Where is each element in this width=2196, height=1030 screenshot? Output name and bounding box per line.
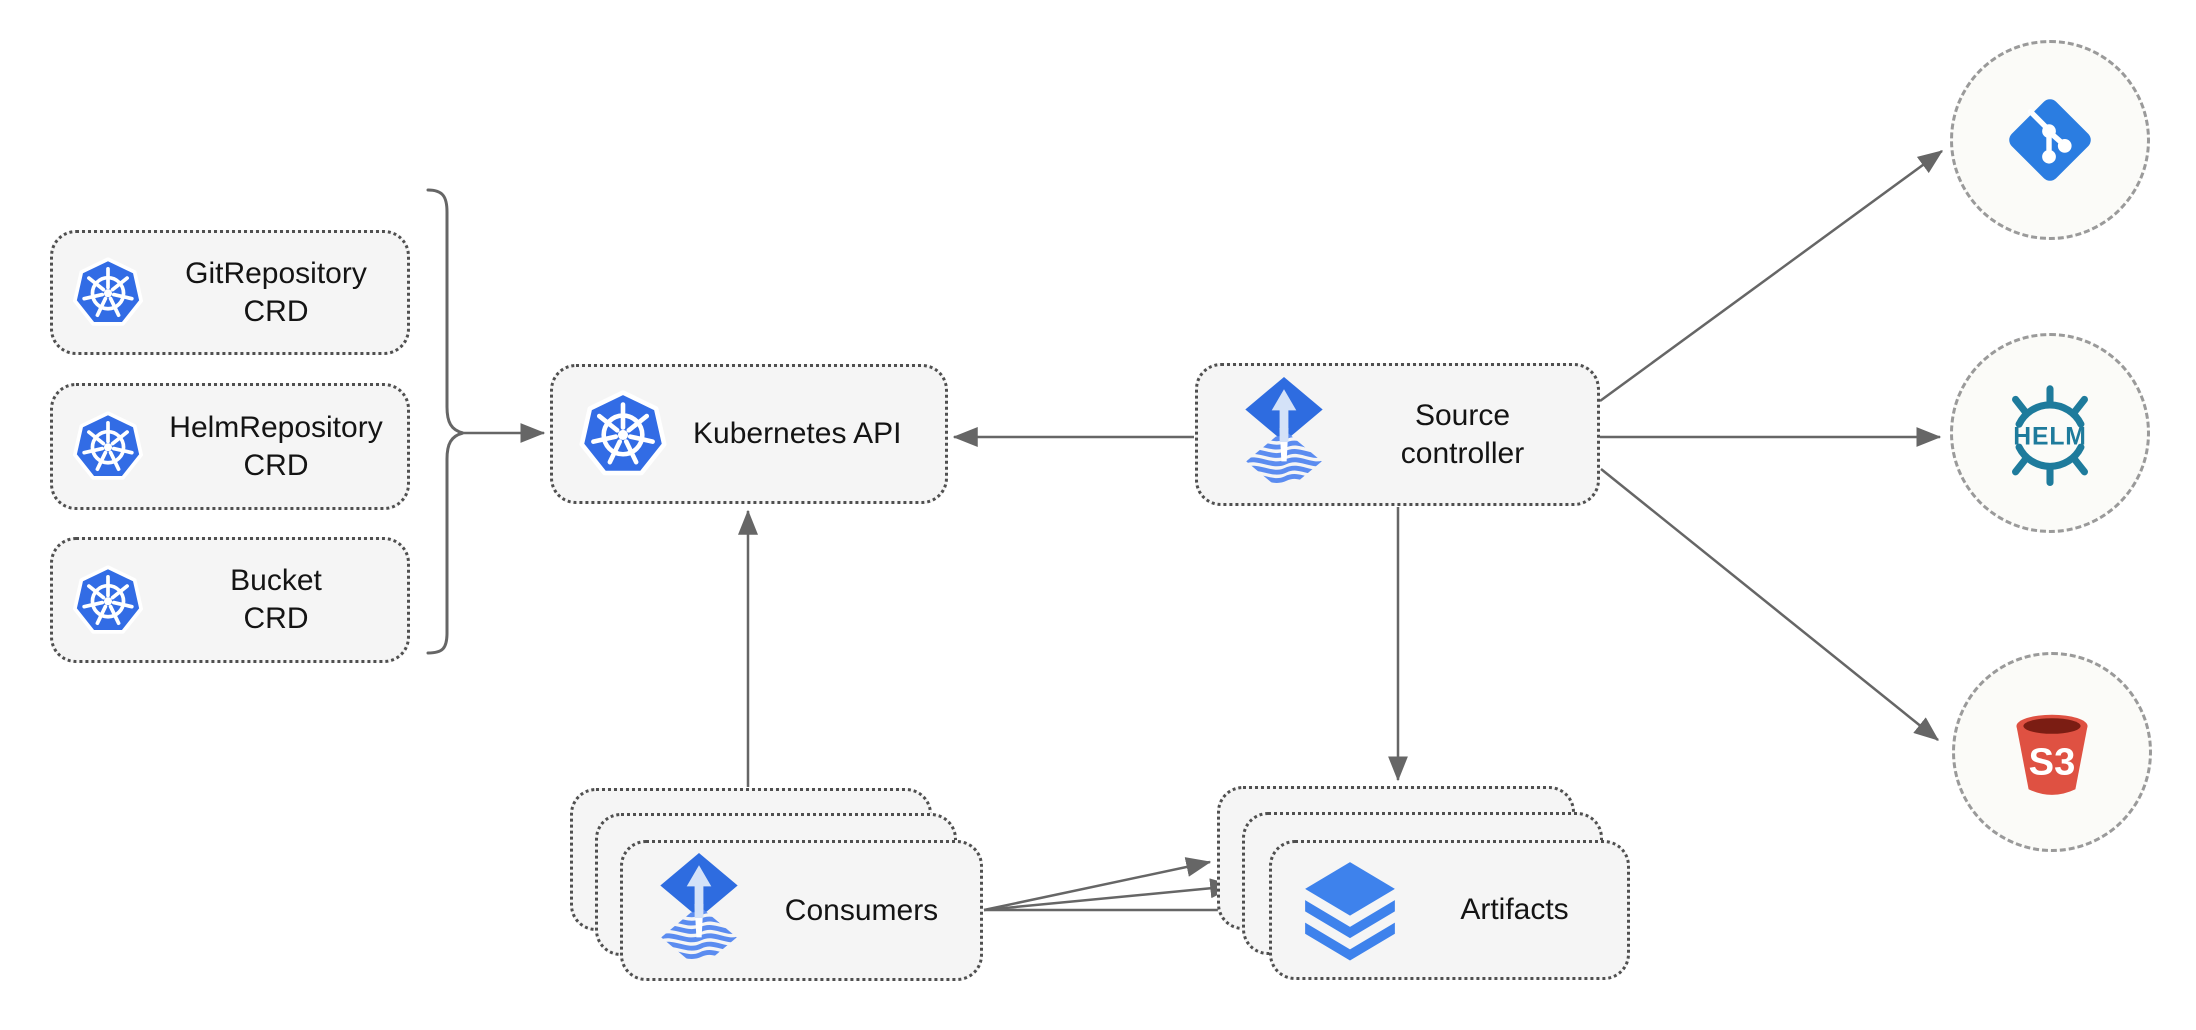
node-label: Consumers <box>784 893 939 927</box>
node-label: Bucket CRD <box>230 564 322 635</box>
layers-icon <box>1298 857 1402 964</box>
flux-icon <box>655 853 743 969</box>
kubernetes-icon <box>71 562 145 639</box>
helm-label: HELM <box>2013 423 2087 450</box>
git-icon <box>2009 99 2091 181</box>
edge-consumers-to-artifacts-1 <box>983 857 1212 912</box>
source-controller-node: Source controller <box>1195 363 1600 506</box>
consumers-node: Consumers <box>620 840 983 981</box>
edge-source-controller-to-git <box>1599 149 1944 403</box>
kubernetes-api-node: Kubernetes API <box>550 364 948 504</box>
flux-source-controller-icon <box>1240 377 1328 493</box>
node-label: GitRepository CRD <box>185 256 367 328</box>
node-label: Source controller <box>1400 398 1525 470</box>
crd-group-brace <box>426 188 464 655</box>
node-label: HelmRepository CRD <box>169 410 383 482</box>
s3-label: S3 <box>2029 741 2076 784</box>
edge-consumers-to-artifacts-2 <box>983 878 1236 912</box>
s3-source-circle: S3 <box>1952 652 2152 852</box>
node-label: Artifacts <box>1460 893 1569 927</box>
kubernetes-icon <box>71 254 145 331</box>
node-label: Kubernetes API <box>693 417 902 451</box>
helm-icon: HELM <box>2012 385 2088 486</box>
git-source-circle <box>1950 40 2150 240</box>
helm-source-circle: HELM <box>1950 333 2150 533</box>
helmrepository-crd-node: HelmRepository CRD <box>50 383 410 510</box>
kubernetes-icon <box>71 408 145 485</box>
s3-bucket-icon: S3 <box>2016 714 2088 795</box>
gitrepository-crd-node: GitRepository CRD <box>50 230 410 355</box>
artifacts-node: Artifacts <box>1269 840 1630 980</box>
bucket-crd-node: Bucket CRD <box>50 537 410 663</box>
kubernetes-icon <box>577 386 669 482</box>
edge-source-controller-to-s3 <box>1600 468 1939 741</box>
